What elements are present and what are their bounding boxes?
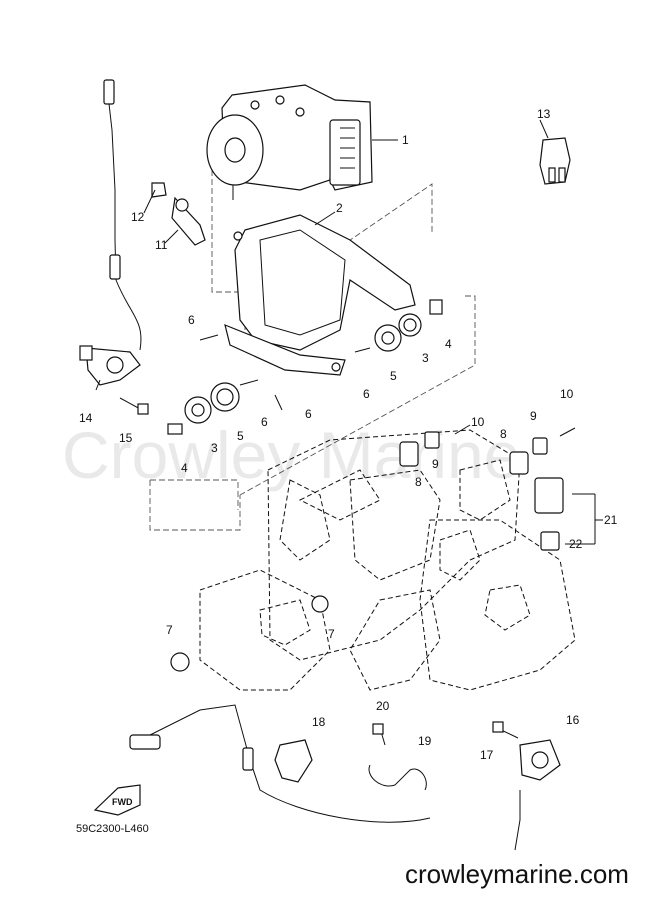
sensor-cable-lower: [129, 704, 521, 851]
callout-6: 6: [261, 415, 268, 429]
callout-7: 7: [166, 623, 173, 637]
callout-15: 15: [119, 431, 133, 445]
callout-10: 10: [471, 415, 485, 429]
callout-1: 1: [402, 133, 409, 147]
callout-5: 5: [237, 429, 244, 443]
callout-18: 18: [312, 715, 326, 729]
callout-labels: 1 2 3 3 4 4 5 5 6 6 6 6 7 7 8 8 9 9 10 1…: [79, 107, 618, 762]
leader-lines: [95, 119, 603, 545]
callout-22: 22: [569, 537, 583, 551]
callout-4: 4: [181, 461, 188, 475]
mount-hardware-lower: [399, 424, 576, 551]
wheel-sensor-right: [492, 721, 561, 781]
frame-chassis: [199, 429, 576, 691]
callout-4: 4: [445, 337, 452, 351]
callout-8: 8: [415, 475, 422, 489]
callout-6: 6: [188, 313, 195, 327]
watermark: Crowley Marine: [62, 418, 520, 492]
mount-hardware-left: [167, 334, 283, 435]
cable-clamp-18: [274, 739, 313, 783]
callout-6: 6: [363, 387, 370, 401]
callout-2: 2: [336, 201, 343, 215]
callout-11: 11: [155, 238, 168, 252]
forward-arrow: FWD: [93, 784, 141, 816]
mount-hardware-right: [354, 299, 443, 353]
clip-19: [368, 723, 427, 791]
bolt-15: [119, 397, 149, 415]
callout-20: 20: [376, 699, 390, 713]
nut-7: [170, 595, 329, 672]
callout-19: 19: [418, 734, 432, 748]
callout-16: 16: [566, 713, 580, 727]
sensor-cable-upper: [103, 79, 142, 351]
abs-bracket: [224, 214, 416, 376]
callout-7: 7: [328, 627, 335, 641]
callout-10: 10: [560, 387, 574, 401]
wheel-sensor-left: [79, 345, 141, 386]
callout-17: 17: [480, 748, 494, 762]
callout-21: 21: [604, 513, 618, 527]
callout-3: 3: [422, 351, 429, 365]
callout-9: 9: [432, 457, 439, 471]
callout-9: 9: [530, 409, 537, 423]
callout-8: 8: [500, 427, 507, 441]
callout-14: 14: [79, 411, 93, 425]
wheel-sensor-upper: [151, 182, 206, 246]
relay-component: [539, 137, 571, 185]
callout-5: 5: [390, 369, 397, 383]
abs-hydraulic-unit: [206, 84, 373, 191]
callout-12: 12: [131, 210, 145, 224]
fwd-label: FWD: [112, 797, 133, 807]
callout-6: 6: [305, 407, 312, 421]
callout-13: 13: [537, 107, 551, 121]
callout-3: 3: [211, 441, 218, 455]
footer-site: crowleymarine.com: [405, 859, 629, 889]
diagram-code: 59C2300-L460: [76, 823, 149, 835]
